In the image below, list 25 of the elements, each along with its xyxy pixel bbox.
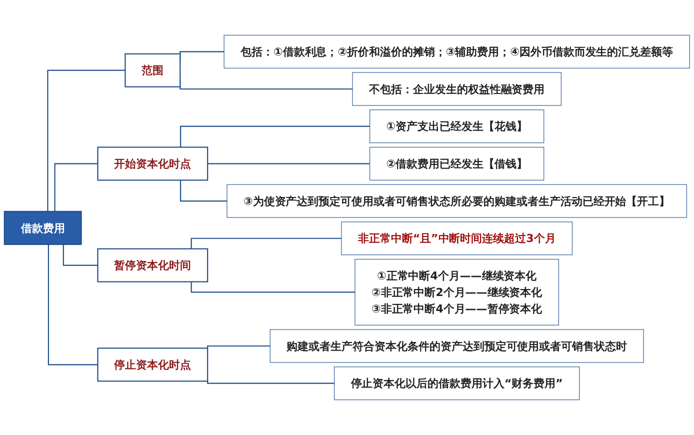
- connector: [190, 282, 355, 293]
- node-box: ②借款费用已经发生【借钱】: [370, 146, 544, 180]
- node-box: 停止资本化时点: [97, 348, 208, 382]
- node-box: 借款费用: [4, 210, 82, 245]
- node-box: ③为使资产达到预定可使用或者可销售状态所必要的购建或者生产活动已经开始【开工】: [226, 184, 687, 218]
- connector: [207, 163, 370, 164]
- connector: [180, 180, 228, 202]
- connector: [180, 126, 370, 148]
- node-box: 暂停资本化时间: [97, 248, 208, 282]
- node-box: 停止资本化以后的借款费用计入“财务费用”: [334, 366, 580, 400]
- node-box: ①正常中断4个月——继续资本化 ②非正常中断2个月——继续资本化 ③非正常中断4个月——暂停资本化: [354, 258, 559, 326]
- connector: [47, 70, 126, 212]
- node-box: 不包括：企业发生的权益性融资费用: [352, 72, 562, 106]
- connector: [207, 345, 270, 348]
- node-box: 开始资本化时点: [97, 146, 208, 181]
- node-box: 范围: [124, 53, 181, 88]
- node-box: 非正常中断“且”中断时间连续超过3个月: [341, 222, 572, 256]
- node-box: 包括：①借款利息；②折价和溢价的摊销；③辅助费用；④因外币借款而发生的汇兑差额等: [224, 34, 690, 68]
- connector: [62, 244, 98, 266]
- connector: [190, 238, 342, 249]
- connector: [54, 163, 98, 212]
- node-box: 购建或者生产符合资本化条件的资产达到预定可使用或者可销售状态时: [270, 329, 644, 363]
- node-box: ①资产支出已经发生【花钱】: [370, 110, 544, 144]
- connector: [48, 244, 98, 366]
- connector: [207, 380, 334, 384]
